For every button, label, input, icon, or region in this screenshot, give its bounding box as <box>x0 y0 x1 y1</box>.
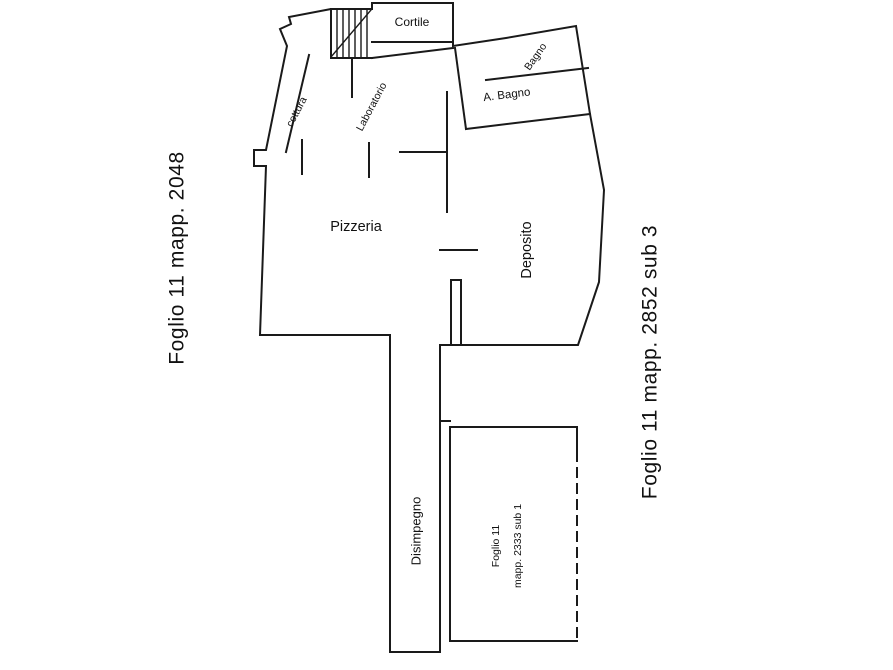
bathroom-block-walls <box>453 46 592 131</box>
central-wall <box>399 91 478 346</box>
label-deposito: Deposito <box>518 221 535 279</box>
sub-parcel-room <box>449 426 578 642</box>
label-sub-parcel-line1: Foglio 11 <box>489 524 502 568</box>
under-cortile-wall <box>370 46 455 60</box>
label-cortile: Cortile <box>394 15 430 29</box>
stair-run-line <box>330 9 372 58</box>
label-sub-parcel-line2: mapp. 2333 sub 1 <box>511 503 524 589</box>
staircase <box>330 8 373 59</box>
label-pizzeria: Pizzeria <box>330 218 382 235</box>
label-right-parcel: Foglio 11 mapp. 2852 sub 3 <box>638 224 662 500</box>
sub-parcel-room-solid <box>449 426 578 642</box>
label-left-parcel: Foglio 11 mapp. 2048 <box>165 151 189 365</box>
cottura-wall <box>284 53 311 154</box>
label-disimpegno: Disimpegno <box>408 496 424 566</box>
